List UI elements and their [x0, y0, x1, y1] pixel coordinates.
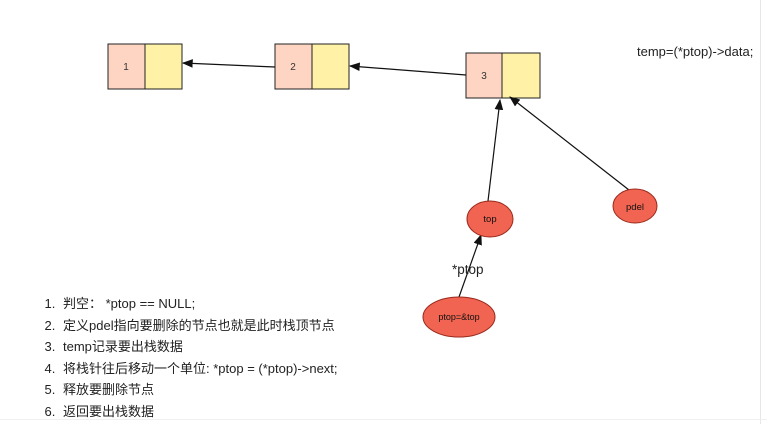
list-node-1: 1 [107, 43, 183, 90]
step-item-6: 返回要出栈数据 [59, 401, 338, 423]
list-node-3: 3 [465, 52, 541, 99]
step-item-5: 释放要删除节点 [59, 379, 338, 401]
arrow-node2-to-node1 [181, 59, 276, 68]
node-2-data-cell [274, 43, 313, 90]
pointer-ptop-addr-label: ptop=&top [438, 312, 479, 322]
arrow-top-to-node3 [487, 98, 504, 202]
pointer-pdel: pdel [612, 188, 658, 224]
step-item-3: temp记录要出栈数据 [59, 336, 338, 358]
temp-formula-text: temp=(*ptop)->data; [637, 44, 754, 59]
pointer-top-shape [466, 200, 514, 238]
node-3-label: 3 [481, 71, 487, 82]
pointer-ptop-addr: ptop=&top [422, 296, 496, 338]
node-3-next-cell [501, 52, 541, 99]
pointer-top-label: top [483, 214, 496, 225]
list-node-2: 2 [274, 43, 350, 90]
node-2-next-cell [311, 43, 350, 90]
steps-list: 判空： *ptop == NULL; 定义pdel指向要删除的节点也就是此时栈顶… [37, 293, 338, 423]
pointer-ptop-addr-shape [422, 296, 496, 338]
arrow-ptop-to-top [458, 233, 482, 298]
node-3-data-cell [465, 52, 503, 99]
ptop-edge-label: *ptop [452, 262, 484, 277]
step-item-2: 定义pdel指向要删除的节点也就是此时栈顶节点 [59, 315, 338, 337]
node-1-next-cell [144, 43, 183, 90]
pointer-pdel-label: pdel [626, 202, 644, 213]
node-2-label: 2 [290, 62, 296, 73]
node-1-label: 1 [123, 62, 129, 73]
pointer-pdel-shape [612, 188, 658, 224]
pointer-top: top [466, 200, 514, 238]
step-item-1: 判空： *ptop == NULL; [59, 293, 338, 315]
right-edge-divider [760, 0, 761, 424]
arrow-pdel-to-node3 [509, 96, 630, 191]
arrow-node3-to-node2 [348, 62, 467, 76]
step-item-4: 将栈针往后移动一个单位: *ptop = (*ptop)->next; [59, 358, 338, 380]
bottom-edge-divider [0, 419, 767, 420]
node-1-data-cell [107, 43, 146, 90]
